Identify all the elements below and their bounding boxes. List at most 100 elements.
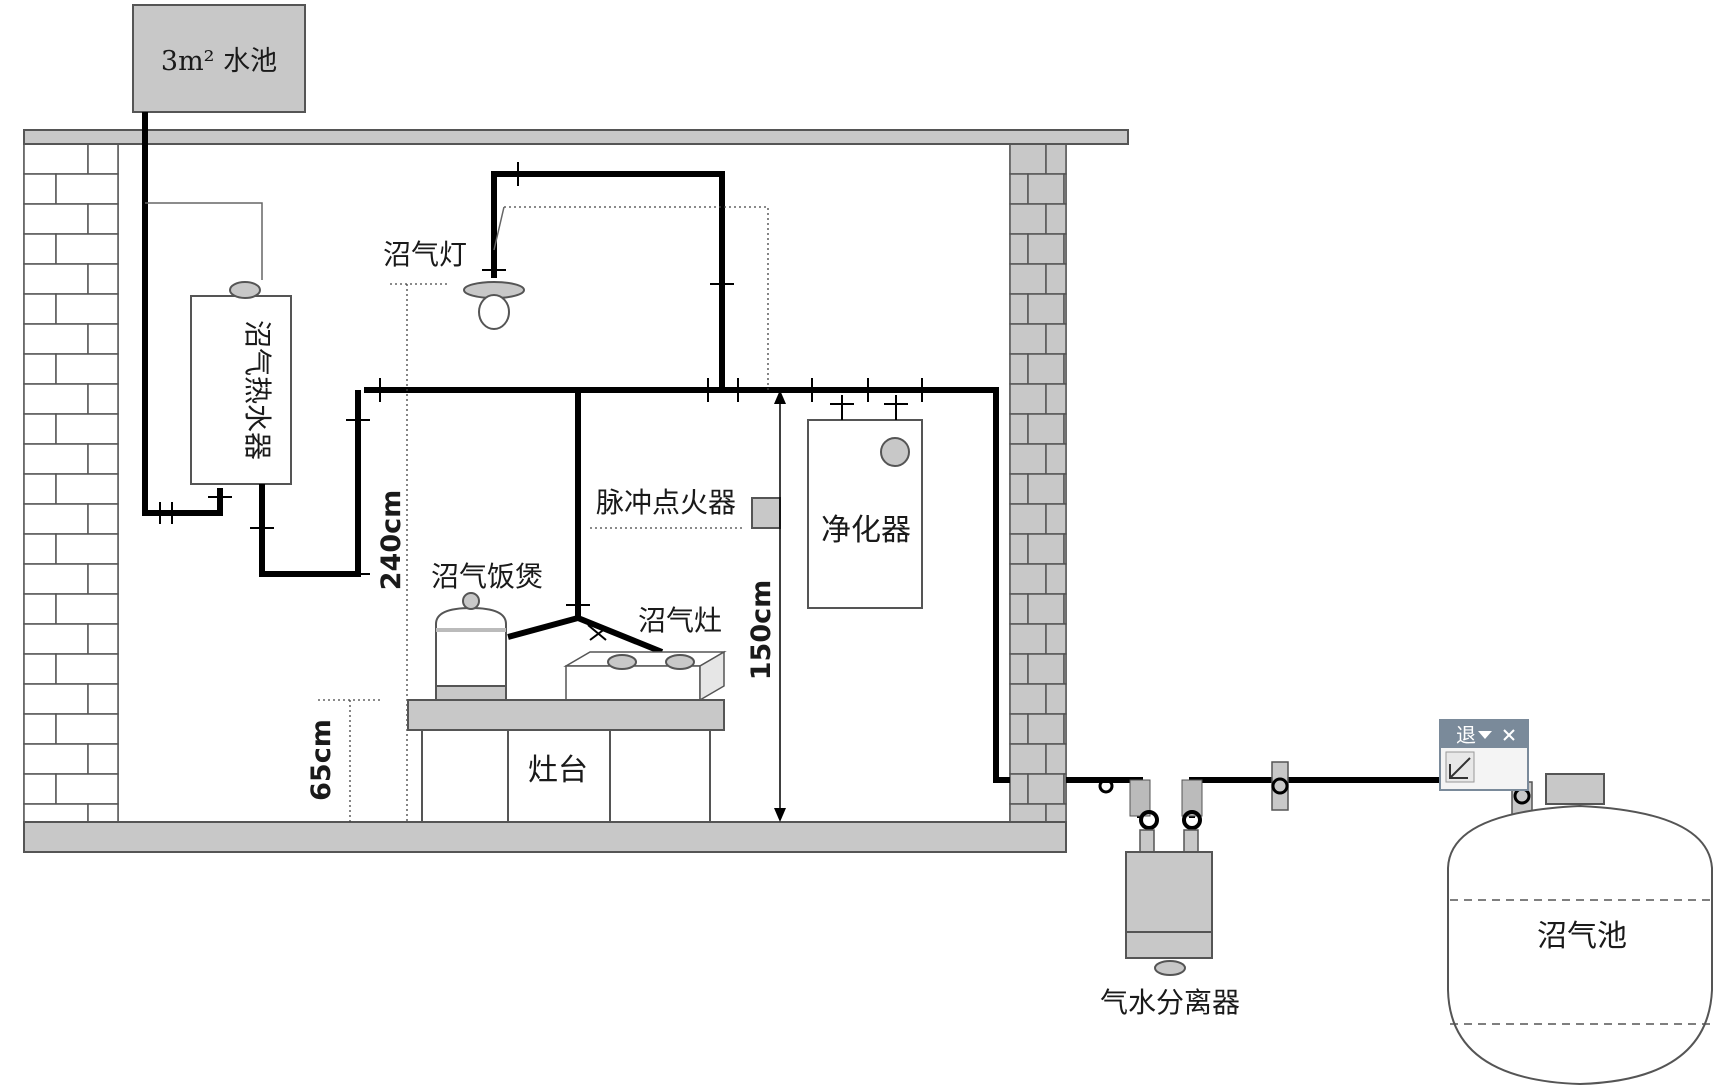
brick xyxy=(1009,443,1047,475)
brick xyxy=(1009,593,1029,625)
brick xyxy=(1009,623,1047,655)
stove-counter: 灶台 xyxy=(407,699,725,823)
brick xyxy=(87,263,119,295)
brick xyxy=(55,713,119,745)
brick xyxy=(1063,293,1067,325)
brick xyxy=(23,773,57,805)
chevron-down-icon[interactable] xyxy=(1478,731,1492,739)
brick xyxy=(23,353,57,385)
brick xyxy=(23,443,89,475)
brick xyxy=(55,353,119,385)
water-supply-pipe xyxy=(142,112,223,516)
brick xyxy=(87,683,119,715)
gas-water-separator: 气水分离器 xyxy=(1100,829,1240,1019)
brick xyxy=(1045,383,1067,415)
biogas-digester: 沼气池 xyxy=(1447,773,1713,1086)
brick xyxy=(1027,713,1065,745)
brick xyxy=(55,233,119,265)
brick xyxy=(87,623,119,655)
digester-label: 沼气池 xyxy=(1537,919,1627,954)
brick xyxy=(1009,473,1029,505)
brick xyxy=(23,533,57,565)
biogas-stove: 沼气灶 xyxy=(563,604,727,702)
brick xyxy=(1027,413,1065,445)
brick xyxy=(1027,653,1065,685)
lamp-label: 沼气灯 xyxy=(383,238,467,271)
lamp-reference-line xyxy=(504,206,769,390)
brick xyxy=(1009,653,1029,685)
brick xyxy=(1045,503,1067,535)
dimension-65: 65cm xyxy=(306,699,380,822)
brick xyxy=(23,203,89,235)
lamp-gas-pipe xyxy=(491,171,725,390)
floating-toolbar[interactable]: 退 xyxy=(1439,719,1529,791)
brick xyxy=(1063,233,1067,265)
brick xyxy=(55,593,119,625)
brick xyxy=(23,323,89,355)
brick xyxy=(1009,323,1047,355)
brick xyxy=(1027,173,1065,205)
brick xyxy=(1027,533,1065,565)
brick xyxy=(1063,173,1067,205)
edit-tool-icon[interactable] xyxy=(1445,751,1475,783)
brick xyxy=(1045,203,1067,235)
brick xyxy=(1063,593,1067,625)
brick xyxy=(55,293,119,325)
brick xyxy=(23,413,57,445)
brick xyxy=(87,803,119,823)
brick xyxy=(23,653,57,685)
water-heater-label: 沼气热水器 xyxy=(241,320,274,460)
roof-slab xyxy=(23,129,1129,145)
brick xyxy=(1009,203,1047,235)
brick xyxy=(23,593,57,625)
outlet-pipe xyxy=(1066,777,1143,818)
dimension-240-label: 240cm xyxy=(376,490,407,591)
brick xyxy=(1045,743,1067,775)
brick xyxy=(1045,263,1067,295)
brick xyxy=(23,713,57,745)
brick xyxy=(1063,473,1067,505)
brick xyxy=(1027,293,1065,325)
close-icon[interactable] xyxy=(1503,729,1515,741)
brick xyxy=(55,773,119,805)
brick xyxy=(1027,593,1065,625)
brick xyxy=(87,443,119,475)
brick xyxy=(1009,263,1047,295)
brick xyxy=(23,623,89,655)
brick xyxy=(55,533,119,565)
rice-cooker: 沼气饭煲 xyxy=(431,560,543,701)
brick xyxy=(23,263,89,295)
floor-slab xyxy=(23,821,1067,853)
brick xyxy=(87,743,119,775)
brick xyxy=(1009,233,1029,265)
brick xyxy=(55,173,119,205)
dimension-150: 150cm xyxy=(746,390,786,822)
brick xyxy=(55,653,119,685)
brick xyxy=(1063,413,1067,445)
brick xyxy=(1063,653,1067,685)
brick xyxy=(87,503,119,535)
main-gas-pipe xyxy=(364,387,1010,783)
brick xyxy=(1027,353,1065,385)
brick xyxy=(1063,773,1067,805)
brick xyxy=(1009,503,1047,535)
brick xyxy=(1009,533,1029,565)
stove-label: 沼气灶 xyxy=(638,604,722,637)
brick xyxy=(1009,353,1029,385)
brick xyxy=(1063,713,1067,745)
brick xyxy=(1027,773,1065,805)
dimension-65-label: 65cm xyxy=(306,719,337,801)
pulse-igniter: 脉冲点火器 xyxy=(590,486,781,529)
brick xyxy=(23,233,57,265)
water-heater: 沼气热水器 xyxy=(190,281,292,485)
water-tank-label: 3m² 水池 xyxy=(161,46,277,77)
brick xyxy=(1009,743,1047,775)
brick xyxy=(23,383,89,415)
brick xyxy=(23,173,57,205)
brick xyxy=(87,143,119,175)
brick xyxy=(1027,473,1065,505)
brick xyxy=(1045,683,1067,715)
brick xyxy=(55,473,119,505)
purifier: 净化器 xyxy=(807,395,923,609)
